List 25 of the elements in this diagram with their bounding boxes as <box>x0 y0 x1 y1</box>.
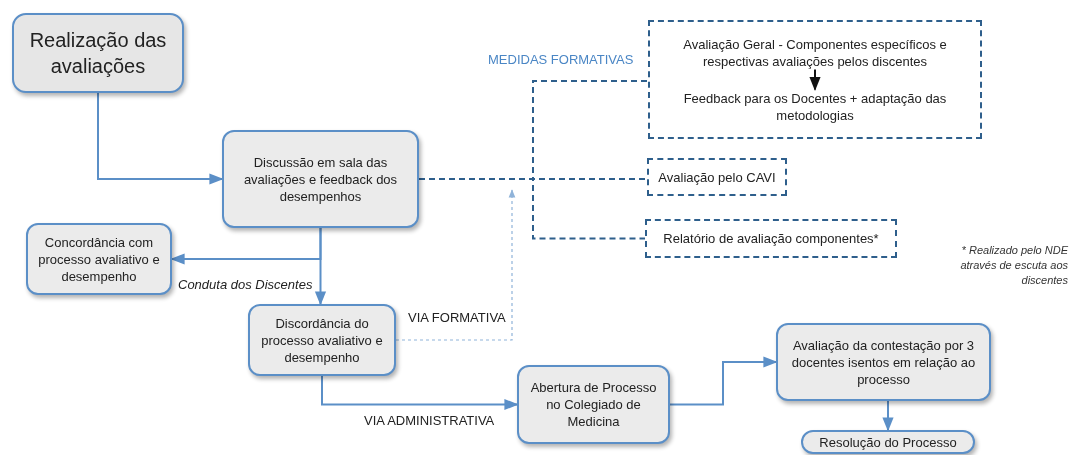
edge-label: Conduta dos Discentes <box>178 276 313 294</box>
process-box: Resolução do Processo <box>801 430 975 454</box>
process-box: Discordância do processo avaliativo e desempenho <box>248 304 396 376</box>
footnote: * Realizado pelo NDE através de escuta aos discentes <box>960 243 1068 288</box>
edge-label: VIA FORMATIVA <box>408 309 506 327</box>
arrow <box>314 227 327 306</box>
process-box: Abertura de Processo no Colegiado de Medicina <box>517 365 670 444</box>
box-text: Feedback para os Docentes + adaptação das metodologias <box>658 89 972 124</box>
connector-line <box>418 178 646 240</box>
section-heading: MEDIDAS FORMATIVAS <box>488 51 634 69</box>
process-box: Concordância com processo avaliativo e desempenho <box>26 223 172 295</box>
arrow <box>669 356 778 406</box>
arrow <box>882 400 894 432</box>
process-box: Avaliação da contestação por 3 docentes isentos em relação ao processo <box>776 323 991 401</box>
dashed-box: Relatório de avaliação componentes* <box>645 219 897 258</box>
arrow <box>321 375 519 411</box>
arrow <box>809 68 821 91</box>
dashed-group-box <box>648 20 982 139</box>
box-text: Avaliação Geral - Componentes específicos e respectivas avaliações pelos discentes <box>658 35 972 70</box>
process-box: Realização das avaliações <box>12 13 184 93</box>
edge-label: VIA ADMINISTRATIVA <box>364 412 495 430</box>
arrow <box>97 92 224 185</box>
process-box: Discussão em sala das avaliações e feedback dos desempenhos <box>222 130 419 228</box>
arrow <box>395 189 516 341</box>
dashed-box: Avaliação pelo CAVI <box>647 158 787 196</box>
